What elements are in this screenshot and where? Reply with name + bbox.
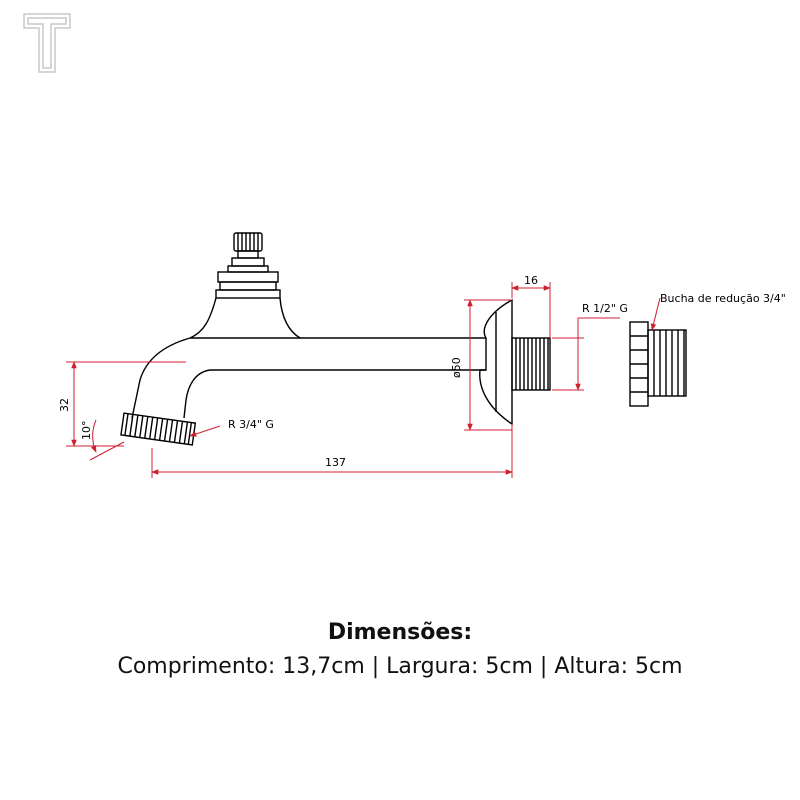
caption-title: Dimensões: (327, 620, 473, 645)
label-thread-length: 16 (524, 274, 538, 287)
label-thread-wall: R 1/2" G (582, 302, 628, 315)
logo-t-icon (23, 13, 71, 73)
label-thread-out: R 3/4" G (228, 418, 274, 431)
wall-flange (479, 298, 513, 426)
faucet-body (120, 232, 551, 446)
bonnet-nut (217, 271, 279, 283)
caption-dimensions: Comprimento: 13,7cm | Largura: 5cm | Alt… (117, 654, 683, 679)
wall-thread (511, 337, 551, 391)
label-diameter: ø50 (450, 357, 463, 378)
label-bushing: Bucha de redução 3/4" (660, 292, 786, 305)
reduction-bushing (629, 321, 687, 407)
label-length: 137 (325, 456, 346, 469)
dimension-lines (66, 282, 661, 478)
label-angle: 10° (80, 421, 93, 441)
label-height: 32 (58, 398, 71, 412)
handle-stem (237, 250, 259, 259)
